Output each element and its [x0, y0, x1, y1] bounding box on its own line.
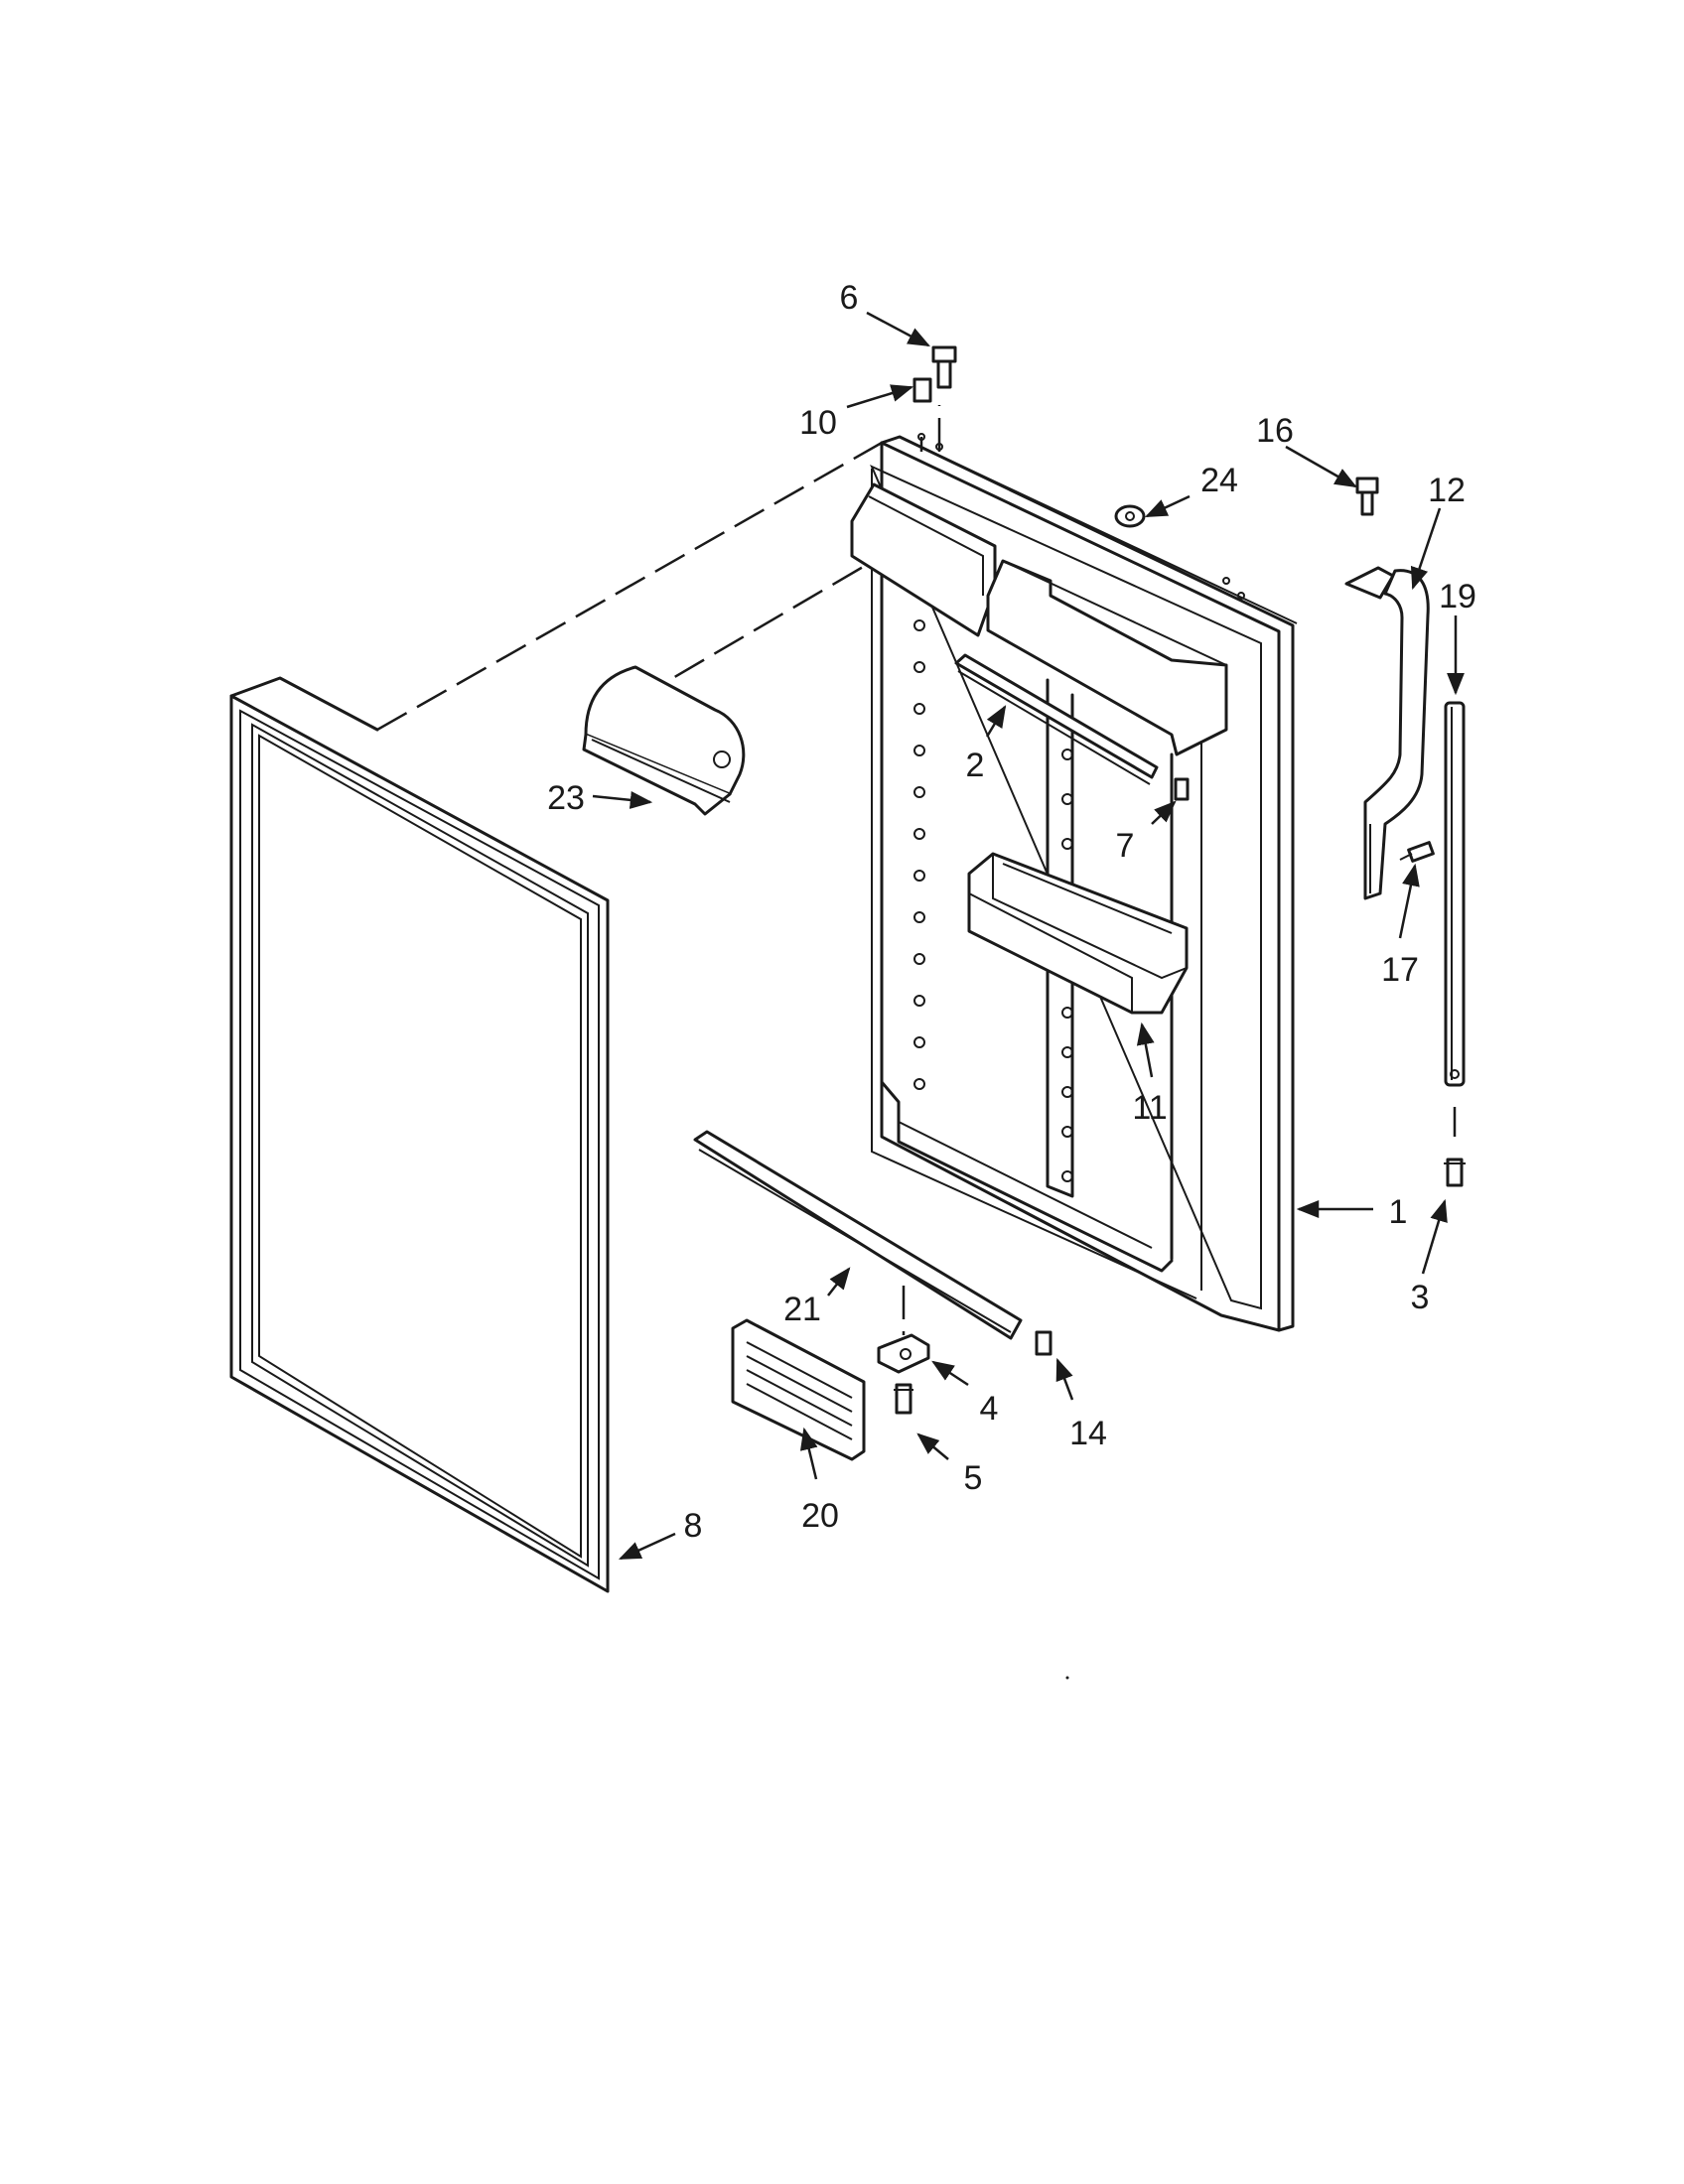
- door-liner: [850, 433, 1298, 1332]
- bottom-hinge: [877, 1333, 930, 1374]
- callout-24: 24: [1200, 462, 1238, 499]
- callout-17: 17: [1381, 951, 1419, 989]
- shelf-retainer-bar: [954, 653, 1159, 785]
- callout-3: 3: [1411, 1279, 1430, 1316]
- callout-10: 10: [799, 404, 837, 442]
- door-bin: [967, 852, 1189, 1015]
- door-handle: [1344, 566, 1430, 900]
- handle-screw: [1355, 477, 1379, 516]
- top-hinge-screw: [931, 345, 957, 389]
- callout-6: 6: [840, 279, 859, 317]
- trim-rod-screw: [1444, 1158, 1466, 1187]
- dairy-bracket: [582, 665, 746, 816]
- handle-end-screw: [1399, 841, 1435, 863]
- handle-trim-rod: [1444, 701, 1466, 1087]
- callout-1: 1: [1389, 1193, 1408, 1231]
- callout-11: 11: [1132, 1089, 1167, 1127]
- callout-23: 23: [547, 779, 585, 817]
- callout-14: 14: [1069, 1415, 1107, 1452]
- callout-5: 5: [964, 1459, 983, 1497]
- end-cap-7: [1174, 777, 1190, 801]
- callout-leaders: [592, 311, 1465, 1561]
- hinge-screw: [894, 1383, 913, 1415]
- shelf-stud-column-left: [913, 619, 925, 1090]
- kick-plate: [731, 1318, 866, 1461]
- callout-19: 19: [1439, 578, 1476, 615]
- shelf-stud-column-center: [1061, 749, 1073, 1182]
- callout-4: 4: [980, 1390, 999, 1428]
- callout-16: 16: [1256, 412, 1294, 450]
- door-gasket: [229, 676, 610, 1593]
- callout-12: 12: [1428, 472, 1466, 509]
- end-cap-14: [1035, 1330, 1052, 1356]
- callout-21: 21: [783, 1291, 821, 1328]
- bottom-trim-strip: [693, 1130, 1023, 1340]
- callout-2: 2: [966, 747, 985, 784]
- stray-dot: [1065, 1676, 1069, 1680]
- hinge-pin-plug: [912, 377, 932, 403]
- callout-labels: 6 10 16 24 12 19 2 7 23 17 11 1 3 21 4 1…: [547, 279, 1476, 1545]
- door-plug: [1114, 504, 1146, 528]
- callout-7: 7: [1116, 827, 1135, 865]
- callout-8: 8: [684, 1507, 703, 1545]
- callout-20: 20: [801, 1497, 839, 1535]
